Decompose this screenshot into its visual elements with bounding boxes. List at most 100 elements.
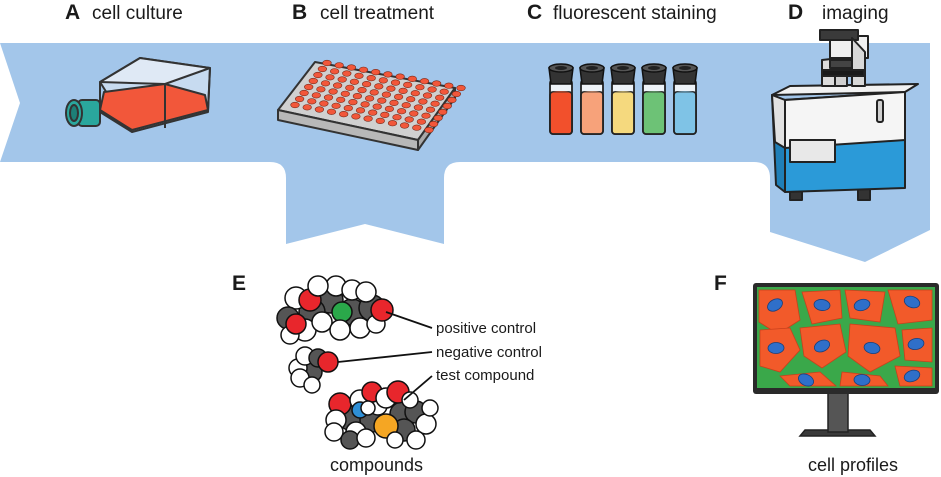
well (378, 77, 388, 84)
well (304, 83, 314, 91)
well (433, 114, 443, 122)
well (413, 104, 424, 111)
vial (641, 63, 667, 135)
well (314, 106, 325, 113)
nucleus (813, 339, 831, 353)
well (366, 74, 376, 82)
step-d-letter: D (788, 1, 803, 24)
well (365, 95, 375, 102)
well (372, 103, 382, 110)
culture-flask-icon (65, 57, 211, 133)
well (397, 108, 407, 115)
cell (758, 289, 801, 335)
well (424, 126, 434, 134)
vial (610, 63, 636, 135)
well (386, 85, 396, 92)
well (325, 74, 335, 81)
well (375, 117, 385, 124)
well (377, 97, 387, 104)
well (299, 89, 309, 97)
monitor-icon (753, 283, 939, 437)
step-b-label: cell treatment (320, 3, 435, 24)
well (330, 68, 340, 75)
well (368, 109, 378, 116)
nucleus (813, 299, 831, 311)
nucleus (903, 369, 921, 383)
positive-control-leader (385, 311, 433, 329)
well (352, 92, 363, 100)
nucleus (907, 337, 925, 351)
well (369, 89, 379, 96)
well (400, 122, 410, 129)
well (384, 105, 395, 112)
well (415, 84, 425, 91)
step-b-letter: B (292, 1, 307, 24)
well (422, 92, 433, 99)
well (438, 108, 448, 116)
step-c-letter: C (527, 1, 542, 24)
well (343, 104, 353, 112)
well (355, 107, 366, 114)
well (395, 73, 405, 80)
well (290, 101, 300, 109)
well (390, 79, 401, 86)
step-e-letter: E (232, 272, 246, 295)
step-d-label: imaging (822, 3, 889, 24)
compounds-caption: compounds (330, 455, 423, 475)
step-a-letter: A (65, 1, 80, 24)
well (406, 96, 416, 103)
step-c-label: fluorescent staining (553, 3, 717, 24)
well (419, 78, 430, 85)
staining-vials-icon (548, 63, 698, 135)
imaging-instrument-icon (771, 29, 919, 201)
well (381, 91, 392, 98)
well (418, 98, 428, 105)
well (389, 99, 399, 106)
test-compound-molecule-icon (324, 380, 439, 450)
well (331, 102, 341, 109)
well (404, 116, 414, 123)
well (371, 68, 381, 76)
well (394, 93, 404, 100)
cell-profiles-caption: cell profiles (808, 455, 898, 475)
well (410, 90, 420, 97)
well (444, 82, 454, 89)
positive-control-molecule-icon (276, 275, 394, 345)
well (317, 65, 328, 73)
well (447, 96, 457, 104)
well (313, 71, 323, 79)
nucleus (798, 373, 814, 387)
nucleus (863, 341, 881, 355)
well (349, 78, 360, 85)
nucleus (767, 342, 785, 354)
well (412, 124, 422, 131)
well (311, 92, 321, 99)
well (337, 76, 347, 83)
well (403, 81, 413, 88)
well (319, 100, 329, 107)
well (342, 70, 352, 77)
well (435, 94, 445, 101)
well (295, 95, 305, 103)
well (442, 102, 452, 110)
well (354, 72, 364, 79)
well (451, 90, 462, 98)
well (339, 110, 349, 118)
well (323, 94, 334, 101)
step-f-letter: F (714, 272, 727, 295)
step-a-label: cell culture (92, 3, 183, 24)
well (334, 62, 344, 69)
well (429, 120, 439, 128)
well (398, 87, 408, 94)
well (307, 98, 317, 105)
well (430, 100, 440, 107)
well (302, 104, 312, 111)
well (380, 111, 390, 118)
well (362, 80, 372, 88)
well (427, 86, 437, 93)
well (383, 71, 393, 78)
nucleus (767, 298, 783, 312)
well (360, 101, 370, 108)
compounds-panel: E (232, 272, 542, 475)
